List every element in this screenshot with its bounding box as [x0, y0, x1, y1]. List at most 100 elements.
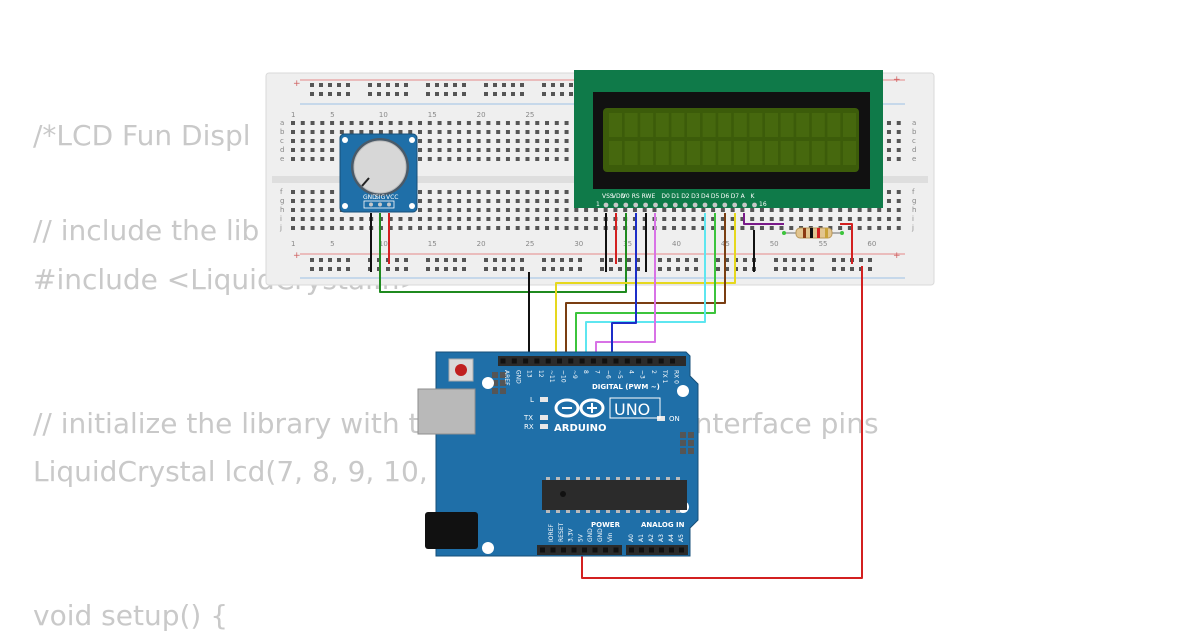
digital-pin	[590, 358, 596, 364]
breadboard-hole	[535, 190, 540, 194]
breadboard-hole	[310, 157, 315, 161]
rail-hole	[725, 267, 729, 271]
breadboard-hole	[408, 130, 413, 134]
icsp-pin	[688, 432, 694, 438]
breadboard-hole	[593, 208, 598, 212]
breadboard-hole	[320, 208, 325, 212]
breadboard-hole	[330, 130, 335, 134]
rail-hole	[850, 267, 854, 271]
rail-hole	[667, 267, 671, 271]
rail-hole	[832, 258, 836, 262]
breadboard-hole	[359, 226, 364, 230]
breadboard-hole	[564, 148, 569, 152]
rail-hole	[462, 92, 466, 96]
rail-hole	[404, 267, 408, 271]
breadboard-hole	[320, 139, 325, 143]
icsp-pin	[680, 448, 686, 454]
rail-hole	[435, 258, 439, 262]
breadboard-hole	[769, 217, 774, 221]
chip-pin	[576, 510, 580, 513]
rail-hole	[792, 258, 796, 262]
pot-mount-hole	[409, 203, 415, 209]
lcd-pin-label: D7	[731, 193, 740, 200]
breadboard-hole	[457, 130, 462, 134]
led-tx	[540, 415, 548, 420]
breadboard-hole	[545, 130, 550, 134]
breadboard-hole	[291, 208, 295, 212]
analog-pin	[659, 547, 664, 553]
breadboard-hole	[291, 148, 295, 152]
rail-hole	[386, 92, 390, 96]
breadboard-hole	[447, 208, 452, 212]
potentiometer[interactable]: GND SIG VCC	[339, 133, 418, 213]
breadboard-hole	[339, 226, 344, 230]
breadboard-hole	[427, 130, 432, 134]
lcd-cell	[718, 141, 732, 165]
rail-hole	[426, 258, 430, 262]
breadboard-hole	[359, 217, 364, 221]
code-line-setup: void setup() {	[33, 599, 229, 632]
breadboard-hole	[838, 217, 843, 221]
rail-hole	[551, 258, 555, 262]
digital-pin	[658, 358, 664, 364]
lcd-cell	[687, 113, 700, 137]
breadboard-hole	[320, 190, 325, 194]
rail-hole	[493, 267, 497, 271]
rail-hole	[560, 83, 564, 87]
digital-pin	[602, 358, 608, 364]
rail-hole	[386, 83, 390, 87]
breadboard-hole	[496, 217, 501, 221]
rail-hole	[560, 92, 564, 96]
rail-hole	[404, 92, 408, 96]
breadboard-hole	[457, 139, 462, 143]
column-number-bottom: 10	[379, 240, 388, 248]
breadboard-hole	[574, 226, 579, 230]
row-letter-left: d	[280, 146, 284, 154]
breadboard-hole	[486, 208, 491, 212]
row-letter-left: g	[280, 197, 284, 205]
rail-hole	[792, 267, 796, 271]
breadboard-hole	[535, 208, 540, 212]
row-letter-right: i	[912, 215, 914, 223]
breadboard-hole	[427, 148, 432, 152]
rail-hole	[685, 258, 689, 262]
breadboard-hole	[613, 208, 618, 212]
breadboard-hole	[339, 130, 344, 134]
breadboard-hole	[398, 130, 403, 134]
breadboard-hole	[330, 208, 335, 212]
breadboard-hole	[886, 226, 891, 230]
rail-hole	[444, 92, 448, 96]
breadboard-hole	[418, 157, 423, 161]
lcd-cell	[796, 113, 810, 137]
rail-hole	[520, 92, 524, 96]
rail-hole	[453, 92, 457, 96]
led-on-label: ON	[669, 415, 680, 423]
breadboard-hole	[486, 157, 491, 161]
breadboard-hole	[291, 226, 295, 230]
power-pin-label: 5V	[577, 533, 584, 542]
breadboard-hole	[496, 121, 501, 125]
rail-hole	[484, 92, 488, 96]
breadboard-hole	[505, 208, 510, 212]
breadboard-hole	[427, 226, 432, 230]
pot-pin-sig-label: SIG	[375, 194, 386, 201]
lcd-cell	[749, 141, 763, 165]
lcd-cell	[640, 141, 654, 165]
breadboard-hole	[857, 208, 862, 212]
breadboard-hole	[525, 208, 530, 212]
wire-d7-blue	[611, 213, 637, 362]
icsp-pin	[688, 448, 694, 454]
breadboard-hole	[515, 226, 520, 230]
breadboard-hole	[593, 226, 598, 230]
breadboard-hole	[779, 226, 784, 230]
breadboard-hole	[789, 208, 794, 212]
lcd-cell	[827, 141, 841, 165]
rail-hole	[511, 92, 515, 96]
breadboard-hole	[300, 199, 305, 203]
chip-pin	[576, 477, 580, 480]
led-on	[657, 416, 665, 421]
lcd-cell	[733, 141, 747, 165]
